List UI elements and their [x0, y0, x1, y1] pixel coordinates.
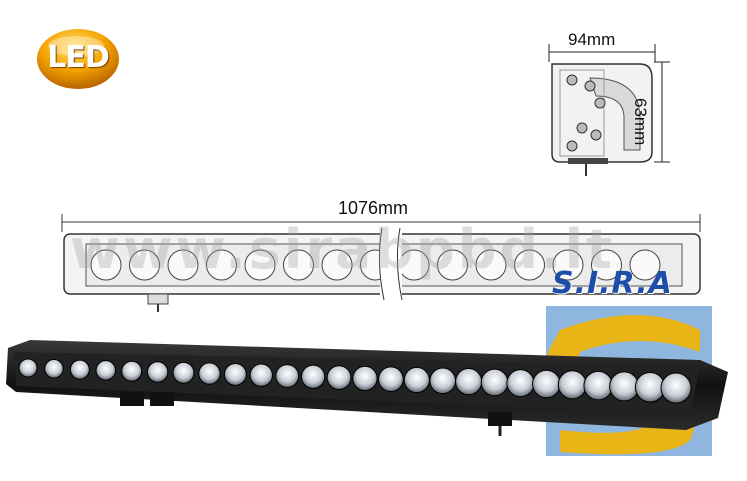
bar-lens	[378, 366, 404, 393]
bar-lenses	[18, 358, 692, 404]
bar-lens	[455, 368, 483, 396]
bar-lens	[557, 370, 587, 400]
led-badge-label: LED	[47, 40, 110, 75]
front-lens	[514, 249, 545, 281]
bar-lens	[506, 369, 535, 398]
front-lens	[437, 249, 468, 281]
front-lenses	[90, 249, 661, 281]
bar-lens	[121, 360, 143, 382]
bar-lens	[69, 359, 90, 380]
bar-lens	[172, 361, 195, 384]
front-lens	[321, 249, 353, 281]
bar-lens	[300, 364, 326, 389]
bar-lens	[352, 365, 378, 392]
front-lens	[552, 249, 584, 281]
bar-lens	[44, 359, 64, 379]
bar-lens	[429, 367, 457, 395]
bar-lens	[480, 368, 509, 397]
bar-lens	[146, 361, 169, 383]
bar-lens	[223, 362, 247, 386]
front-lens	[629, 249, 661, 281]
sira-logo-text: S.I.R.A	[552, 266, 673, 301]
front-lens	[167, 249, 199, 281]
bar-lens	[609, 371, 640, 402]
front-lens	[283, 249, 314, 281]
bar-lens	[18, 358, 38, 378]
bar-lens	[634, 371, 666, 403]
front-lens	[475, 249, 507, 281]
bar-lens	[326, 365, 352, 390]
bar-lens	[583, 370, 614, 401]
led-badge-icon	[37, 29, 119, 89]
front-lens	[206, 249, 237, 281]
length-dimension: 1076mm	[338, 198, 409, 218]
front-lens	[129, 249, 160, 281]
bar-lens	[198, 362, 221, 385]
front-lens	[591, 249, 622, 281]
bar-lens	[95, 360, 116, 381]
front-lens	[244, 249, 276, 281]
width-dimension: 94mm	[568, 30, 616, 49]
bar-lens	[275, 364, 300, 388]
bar-lens	[660, 372, 692, 404]
bar-lens	[403, 366, 430, 394]
bar-lens	[532, 369, 561, 399]
front-lens	[90, 249, 122, 281]
watermark-text: www.sirabpbd.lt	[70, 218, 615, 281]
bar-lens	[249, 363, 273, 387]
